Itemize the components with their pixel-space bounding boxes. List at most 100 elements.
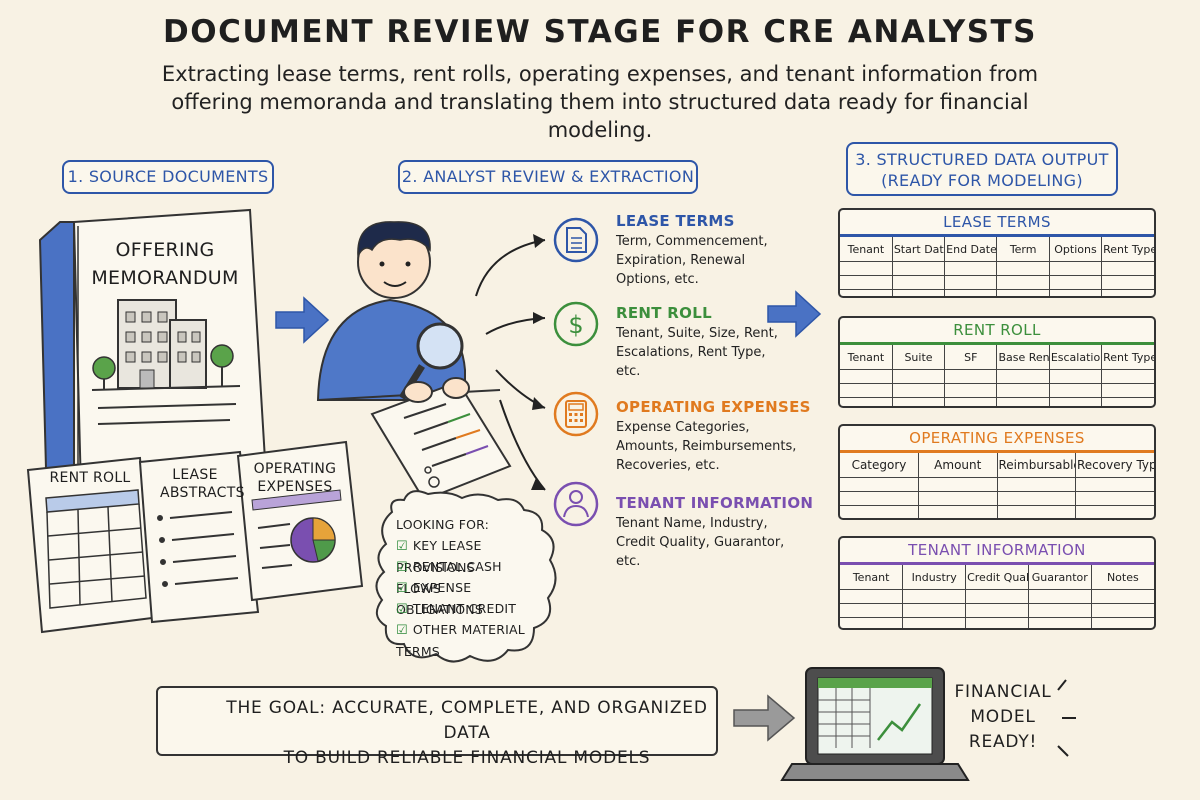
checklist-item-label: KEY LEASE PROVISIONS (396, 538, 482, 575)
table-row (840, 261, 1154, 276)
table-row (840, 275, 1154, 290)
document-icon (553, 217, 599, 263)
checkbox-icon: ☑ (396, 560, 408, 575)
table-operating-expenses: OPERATING EXPENSES Category Amount Reimb… (838, 424, 1156, 520)
table-tenant-information: TENANT INFORMATION Tenant Industry Credi… (838, 536, 1156, 630)
table-title: OPERATING EXPENSES (840, 426, 1154, 453)
table-header-row: Tenant Start Date End Date Term Options … (840, 237, 1154, 262)
operating-expenses-label: OPERATING EXPENSES (253, 461, 337, 495)
category-description: Expense Categories, Amounts, Reimburseme… (616, 420, 797, 473)
offering-memorandum-title: OFFERING MEMORANDUM (91, 239, 239, 289)
checklist-item: ☑KEY LEASE PROVISIONS (396, 535, 546, 575)
model-ready-label: FINANCIAL MODEL READY! (950, 680, 1056, 755)
arrow-source-to-analyst (275, 296, 330, 344)
table-row (840, 505, 1154, 518)
table-rent-roll: RENT ROLL Tenant Suite SF Base Rent Esca… (838, 316, 1156, 408)
lease-abstracts-label: LEASE ABSTRACTS (160, 467, 245, 501)
calculator-icon (553, 391, 599, 437)
column-header: Escalations (1048, 345, 1103, 370)
column-header: Notes (1090, 565, 1154, 590)
column-header: Tenant (840, 565, 904, 590)
checklist-item: ☑ TENANT CREDIT (396, 598, 546, 619)
column-header: Recovery Type (1075, 453, 1154, 478)
rent-roll-label: RENT ROLL (49, 470, 131, 486)
checkbox-icon: ☑ (396, 539, 408, 554)
table-title: RENT ROLL (840, 318, 1154, 345)
column-header: Rent Type (1101, 345, 1154, 370)
goal-box (156, 686, 718, 756)
checklist: LOOKING FOR: ☑KEY LEASE PROVISIONS ☑RENT… (396, 514, 546, 659)
rent-roll-document (26, 456, 154, 634)
checklist-item-label: OTHER MATERIAL TERMS (396, 622, 525, 659)
table-row (840, 289, 1154, 296)
table-header-row: Tenant Industry Credit Qualty Guarantor … (840, 565, 1154, 590)
section-analyst-review: 2. ANALYST REVIEW & EXTRACTION (398, 160, 698, 194)
column-header: SF (944, 345, 998, 370)
column-header: Reimbursable (996, 453, 1076, 478)
column-header: Tenant (840, 237, 893, 262)
analyst-figure (316, 221, 501, 401)
category-title: OPERATING EXPENSES (616, 398, 811, 416)
operating-expenses-document (236, 440, 364, 602)
column-header: Base Rent (996, 345, 1050, 370)
table-row (840, 589, 1154, 604)
goal-line2: TO BUILD RELIABLE FINANCIAL MODELS (283, 748, 651, 768)
sparkle-lines (1057, 679, 1076, 757)
person-icon (553, 481, 599, 527)
section-output-line1: 3. STRUCTURED DATA OUTPUT (855, 150, 1109, 169)
checklist-item-label: RENTAL CASH FLOWS (396, 559, 502, 596)
page-title: DOCUMENT REVIEW STAGE FOR CRE ANALYSTS (162, 14, 1037, 50)
category-operating-expenses: OPERATING EXPENSES Expense Categories, A… (616, 398, 811, 475)
column-header: Credit Qualty (965, 565, 1029, 590)
laptop-icon (780, 667, 970, 781)
table-header-row: Tenant Suite SF Base Rent Escalations Re… (840, 345, 1154, 370)
column-header: Options (1048, 237, 1103, 262)
column-header: Industry (902, 565, 967, 590)
svg-text:$: $ (568, 311, 583, 339)
page-subtitle: Extracting lease terms, rent rolls, oper… (161, 62, 1039, 142)
checklist-item-label: EXPENSE OBLIGATIONS (396, 580, 483, 617)
ready-line1: FINANCIAL (954, 682, 1052, 702)
table-row (840, 617, 1154, 628)
section-analyst-label: 2. ANALYST REVIEW & EXTRACTION (401, 167, 695, 186)
category-title: TENANT INFORMATION (616, 494, 814, 512)
pie-chart-icon (290, 517, 336, 563)
table-row (840, 397, 1154, 406)
goal-line1: THE GOAL: ACCURATE, COMPLETE, AND ORGANI… (226, 698, 708, 743)
thought-cloud (375, 466, 557, 663)
checkbox-icon: ☑ (396, 581, 408, 596)
category-description: Term, Commencement, Expiration, Renewal … (616, 234, 768, 287)
checklist-item: ☑EXPENSE OBLIGATIONS (396, 577, 546, 617)
checkbox-icon: ☑ (396, 623, 408, 638)
table-header-row: Category Amount Reimbursable Recovery Ty… (840, 453, 1154, 478)
section-source-documents: 1. SOURCE DOCUMENTS (62, 160, 274, 194)
table-row (840, 383, 1154, 398)
checklist-item: ☑OTHER MATERIAL TERMS (396, 619, 546, 659)
column-header: Category (840, 453, 919, 478)
column-header: Start Date (891, 237, 946, 262)
building-icon (91, 299, 241, 425)
category-rent-roll: RENT ROLL Tenant, Suite, Size, Rent, Esc… (616, 304, 786, 381)
checkbox-icon: ☑ (396, 602, 408, 617)
table-row (840, 477, 1154, 492)
category-description: Tenant Name, Industry, Credit Quality, G… (616, 516, 785, 569)
column-header: Rent Type (1101, 237, 1154, 262)
section-source-label: 1. SOURCE DOCUMENTS (67, 167, 269, 186)
arrow-extraction-to-output (767, 290, 822, 338)
table-lease-terms: LEASE TERMS Tenant Start Date End Date T… (838, 208, 1156, 298)
checklist-item-label: TENANT CREDIT (412, 601, 517, 616)
lease-abstracts-document (138, 450, 260, 624)
section-structured-output: 3. STRUCTURED DATA OUTPUT (READY FOR MOD… (846, 142, 1118, 196)
ready-line2: MODEL (970, 707, 1036, 727)
table-row (840, 491, 1154, 506)
table-row (840, 603, 1154, 618)
category-tenant-information: TENANT INFORMATION Tenant Name, Industry… (616, 494, 813, 571)
checklist-item: ☑RENTAL CASH FLOWS (396, 556, 546, 596)
table-title: TENANT INFORMATION (840, 538, 1154, 565)
column-header: Guarantor (1027, 565, 1092, 590)
column-header: Tenant (840, 345, 893, 370)
goal-text: THE GOAL: ACCURATE, COMPLETE, AND ORGANI… (222, 696, 712, 771)
dollar-icon: $ (553, 301, 599, 347)
table-row (840, 369, 1154, 384)
